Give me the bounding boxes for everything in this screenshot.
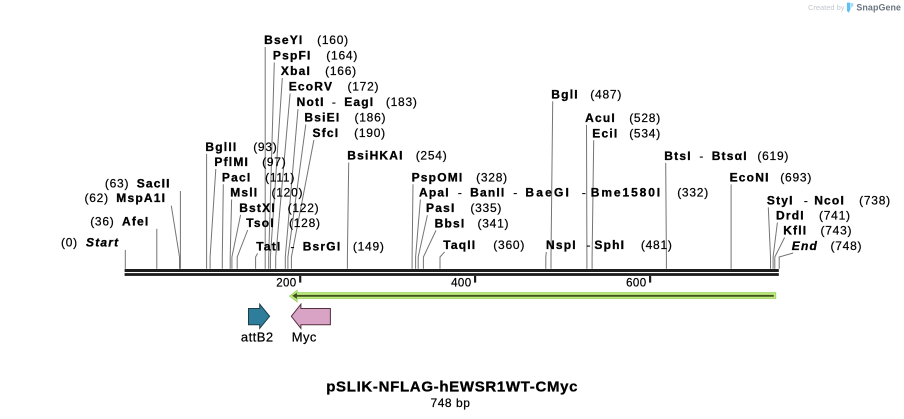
svg-text:BglII: BglII bbox=[205, 140, 237, 154]
svg-text:(160): (160) bbox=[317, 33, 349, 47]
svg-text:(62): (62) bbox=[85, 191, 109, 205]
svg-text:AfeI: AfeI bbox=[122, 214, 149, 228]
svg-text:TaqII: TaqII bbox=[443, 238, 476, 252]
svg-text:(93): (93) bbox=[253, 140, 277, 154]
svg-text:EagI: EagI bbox=[344, 95, 374, 109]
svg-text:(534): (534) bbox=[629, 126, 661, 140]
svg-text:600: 600 bbox=[626, 277, 646, 289]
svg-text:SfcI: SfcI bbox=[313, 126, 340, 140]
svg-text:AcuI: AcuI bbox=[585, 111, 616, 125]
svg-text:(528): (528) bbox=[629, 111, 661, 125]
svg-text:BstXI: BstXI bbox=[239, 201, 276, 215]
svg-text:(36): (36) bbox=[90, 214, 114, 228]
svg-text:Bme1580I: Bme1580I bbox=[591, 186, 662, 200]
svg-text:(190): (190) bbox=[354, 126, 386, 140]
svg-text:XbaI: XbaI bbox=[281, 64, 311, 78]
svg-text:PflMI: PflMI bbox=[214, 155, 249, 169]
svg-text:BbsI: BbsI bbox=[435, 216, 466, 230]
svg-text:SnapGene: SnapGene bbox=[856, 2, 901, 12]
svg-text:(743): (743) bbox=[821, 224, 853, 238]
svg-text:-: - bbox=[804, 193, 809, 207]
svg-text:TatI: TatI bbox=[256, 239, 281, 253]
svg-text:End: End bbox=[792, 239, 818, 253]
svg-text:(619): (619) bbox=[757, 149, 789, 163]
svg-text:BsiEI: BsiEI bbox=[304, 111, 340, 125]
svg-text:MslI: MslI bbox=[230, 186, 258, 200]
svg-text:SphI: SphI bbox=[594, 238, 625, 252]
svg-text:Start: Start bbox=[86, 236, 119, 250]
svg-text:BglI: BglI bbox=[551, 87, 578, 101]
svg-text:-: - bbox=[582, 186, 587, 200]
svg-text:KflI: KflI bbox=[783, 224, 807, 238]
svg-text:NotI: NotI bbox=[297, 95, 325, 109]
svg-text:BsrGI: BsrGI bbox=[303, 239, 342, 253]
svg-text:-: - bbox=[699, 149, 704, 163]
svg-text:(172): (172) bbox=[348, 80, 380, 94]
svg-text:(738): (738) bbox=[859, 193, 891, 207]
svg-text:(741): (741) bbox=[819, 209, 851, 223]
svg-text:(254): (254) bbox=[416, 149, 448, 163]
svg-text:748 bp: 748 bp bbox=[430, 396, 470, 410]
svg-text:BsiHKAI: BsiHKAI bbox=[347, 149, 403, 163]
svg-text:-: - bbox=[291, 239, 296, 253]
svg-text:pSLIK-NFLAG-hEWSR1WT-CMyc: pSLIK-NFLAG-hEWSR1WT-CMyc bbox=[326, 379, 578, 396]
svg-text:StyI: StyI bbox=[767, 193, 794, 207]
svg-text:(360): (360) bbox=[493, 238, 525, 252]
svg-text:(341): (341) bbox=[478, 216, 510, 230]
svg-text:NcoI: NcoI bbox=[814, 193, 845, 207]
svg-text:-: - bbox=[586, 238, 591, 252]
svg-text:(186): (186) bbox=[355, 111, 387, 125]
svg-text:PacI: PacI bbox=[222, 170, 252, 184]
svg-text:PspFI: PspFI bbox=[273, 49, 312, 63]
svg-text:(487): (487) bbox=[590, 87, 622, 101]
svg-text:(0): (0) bbox=[61, 236, 78, 250]
svg-text:MspA1I: MspA1I bbox=[116, 191, 166, 205]
svg-text:Created by: Created by bbox=[808, 3, 845, 12]
svg-text:(332): (332) bbox=[677, 186, 709, 200]
svg-text:(122): (122) bbox=[288, 201, 320, 215]
svg-text:EcoRV: EcoRV bbox=[289, 80, 333, 94]
svg-text:(97): (97) bbox=[262, 155, 286, 169]
svg-text:attB2: attB2 bbox=[241, 329, 274, 344]
svg-text:(183): (183) bbox=[386, 95, 418, 109]
svg-text:(149): (149) bbox=[353, 239, 385, 253]
svg-text:(328): (328) bbox=[476, 170, 508, 184]
svg-text:PspOMI: PspOMI bbox=[412, 170, 464, 184]
svg-text:EciI: EciI bbox=[592, 126, 618, 140]
svg-text:(481): (481) bbox=[641, 238, 673, 252]
svg-text:400: 400 bbox=[451, 277, 471, 289]
svg-text:(164): (164) bbox=[326, 49, 358, 63]
svg-text:BtsαI: BtsαI bbox=[712, 149, 748, 163]
svg-text:PasI: PasI bbox=[426, 201, 456, 215]
svg-text:(120): (120) bbox=[272, 186, 304, 200]
svg-text:SacII: SacII bbox=[137, 177, 171, 191]
svg-text:EcoNI: EcoNI bbox=[730, 170, 770, 184]
svg-text:(111): (111) bbox=[265, 170, 295, 184]
svg-text:-: - bbox=[332, 95, 337, 109]
svg-text:DrdI: DrdI bbox=[776, 209, 805, 223]
svg-text:BanII: BanII bbox=[470, 186, 505, 200]
svg-text:(693): (693) bbox=[780, 170, 812, 184]
svg-text:Myc: Myc bbox=[292, 329, 317, 344]
svg-text:ApaI: ApaI bbox=[419, 186, 450, 200]
svg-text:-: - bbox=[458, 186, 463, 200]
svg-text:(166): (166) bbox=[325, 64, 357, 78]
svg-text:NspI: NspI bbox=[546, 238, 577, 252]
svg-text:200: 200 bbox=[276, 277, 296, 289]
svg-text:BseYI: BseYI bbox=[264, 33, 303, 47]
svg-text:BaeGI: BaeGI bbox=[525, 186, 571, 200]
svg-text:(128): (128) bbox=[289, 216, 321, 230]
svg-text:(335): (335) bbox=[470, 201, 502, 215]
svg-text:BtsI: BtsI bbox=[664, 149, 691, 163]
svg-text:-: - bbox=[513, 186, 518, 200]
svg-text:TsoI: TsoI bbox=[246, 216, 275, 230]
svg-text:(63): (63) bbox=[105, 177, 129, 191]
svg-text:(748): (748) bbox=[831, 239, 863, 253]
